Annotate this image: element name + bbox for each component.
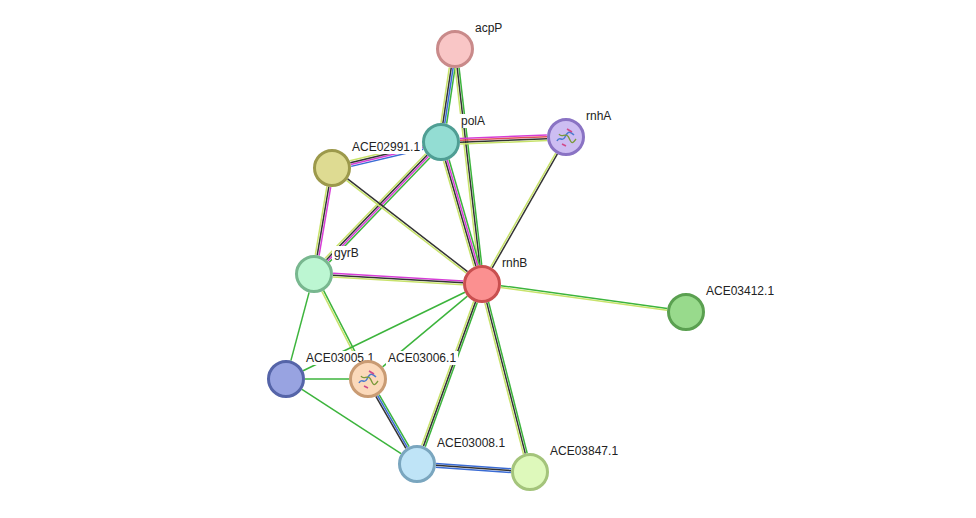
node-label: ACE03006.1: [386, 351, 458, 365]
interaction-edge: [346, 179, 467, 273]
evidence-line: [383, 296, 468, 367]
node-label: acpP: [473, 21, 504, 35]
node-label: ACE03847.1: [548, 444, 620, 458]
interaction-edge: [305, 379, 349, 380]
interaction-edge: [460, 135, 547, 144]
node-label: polA: [459, 114, 487, 128]
protein-node: acpP: [436, 30, 474, 68]
evidence-line: [460, 141, 547, 144]
evidence-line: [449, 159, 479, 264]
node-label: ACE02991.1: [350, 140, 422, 154]
interaction-edge: [315, 186, 330, 255]
protein-node: rnhB: [463, 265, 501, 303]
evidence-line: [491, 153, 556, 267]
protein-node: rnhA: [547, 118, 585, 156]
evidence-line: [501, 286, 667, 309]
protein-node: ACE02991.1: [313, 149, 351, 187]
evidence-line: [447, 160, 477, 265]
interaction-edge: [436, 463, 511, 472]
evidence-line: [317, 187, 329, 256]
protein-node: ACE03847.1: [511, 453, 549, 491]
evidence-line: [302, 389, 401, 453]
node-label: ACE03412.1: [704, 284, 776, 298]
node-label: rnhA: [584, 109, 613, 123]
interaction-edge: [441, 67, 455, 123]
evidence-line: [379, 395, 409, 447]
evidence-line: [445, 68, 453, 123]
interaction-edge: [302, 389, 401, 453]
evidence-line: [436, 467, 511, 472]
protein-node: ACE03006.1: [349, 360, 387, 398]
interaction-edge: [303, 292, 465, 370]
node-label: ACE03008.1: [435, 436, 507, 450]
interaction-edge: [333, 273, 463, 285]
interaction-edge: [501, 286, 668, 311]
evidence-line: [333, 275, 463, 283]
interaction-edge: [491, 153, 558, 268]
evidence-line: [443, 68, 451, 123]
interaction-edge: [376, 395, 409, 449]
evidence-line: [444, 161, 474, 266]
evidence-line: [489, 302, 528, 453]
interaction-edge: [422, 301, 478, 447]
protein-node: ACE03008.1: [398, 445, 436, 483]
evidence-line: [441, 67, 449, 122]
evidence-line: [425, 303, 477, 447]
evidence-line: [376, 396, 406, 448]
node-label: rnhB: [500, 256, 529, 270]
evidence-line: [501, 288, 667, 311]
evidence-line: [445, 161, 475, 266]
structure-icon: [550, 121, 582, 153]
evidence-line: [422, 301, 474, 445]
structure-icon: [352, 363, 384, 395]
evidence-line: [346, 180, 466, 273]
evidence-line: [333, 277, 463, 285]
evidence-line: [492, 154, 557, 268]
evidence-line: [315, 186, 327, 255]
interaction-edge: [485, 302, 527, 454]
protein-node: gyrB: [295, 255, 333, 293]
evidence-line: [487, 302, 526, 453]
interaction-edge: [444, 159, 480, 266]
evidence-line: [348, 179, 468, 272]
evidence-line: [423, 302, 475, 446]
evidence-line: [303, 292, 465, 370]
protein-node: ACE03005.1: [267, 360, 305, 398]
evidence-line: [485, 303, 524, 454]
interaction-edge: [383, 296, 468, 367]
evidence-line: [377, 395, 407, 447]
evidence-line: [333, 273, 463, 281]
protein-node: polA: [422, 123, 460, 161]
evidence-line: [305, 378, 349, 380]
node-label: gyrB: [332, 246, 361, 260]
protein-node: ACE03412.1: [667, 293, 705, 331]
